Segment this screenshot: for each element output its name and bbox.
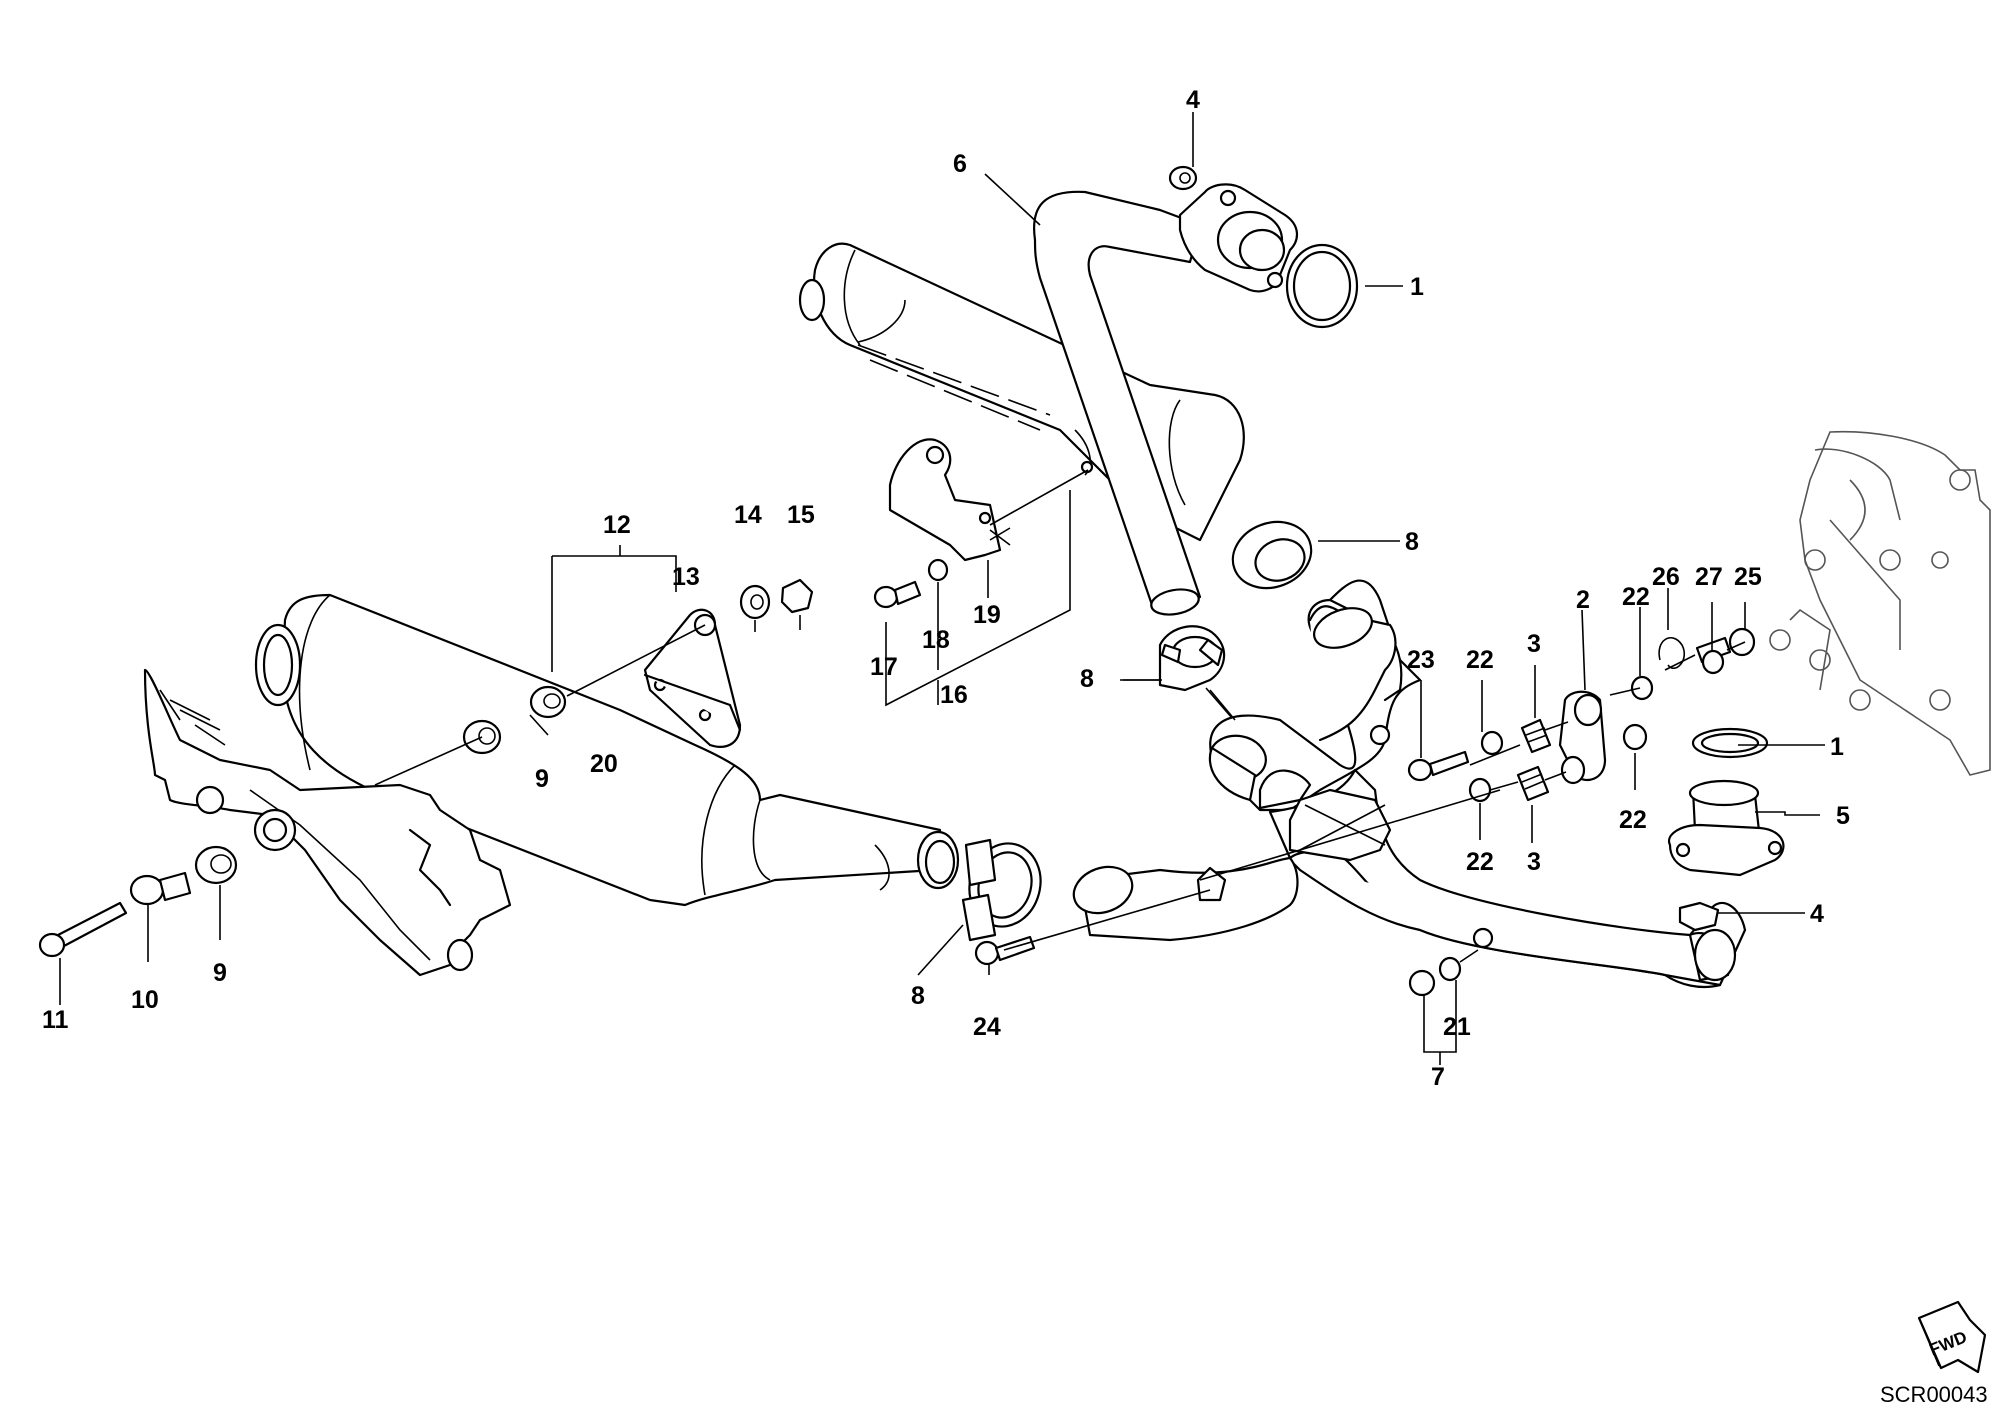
footrest-bracket: [143, 668, 512, 977]
callout-25: 25: [1734, 563, 1762, 591]
callout-19: 19: [973, 601, 1001, 629]
callout-14: 14: [734, 501, 762, 529]
callout-13: 13: [672, 563, 700, 591]
callout-8: 8: [911, 982, 925, 1010]
callout-10: 10: [131, 986, 159, 1014]
callout-6: 6: [953, 150, 967, 178]
bracket-19: [888, 438, 1002, 562]
callout-2: 2: [1576, 586, 1590, 614]
callout-11: 11: [42, 1006, 69, 1034]
callout-7: 7: [1431, 1063, 1445, 1091]
callout-5: 5: [1836, 802, 1850, 830]
drawing-code: SCR00043: [1880, 1382, 1988, 1407]
hardware: [38, 558, 1785, 997]
callout-3: 3: [1527, 848, 1541, 876]
callout-1: 1: [1410, 273, 1424, 301]
callout-24: 24: [973, 1013, 1001, 1041]
callout-9: 9: [535, 765, 549, 793]
callout-21: 21: [1443, 1013, 1471, 1041]
rear-header-y-pipe: [1078, 579, 1747, 989]
engine-case-outline: [1769, 430, 1991, 776]
callout-15: 15: [787, 501, 815, 529]
callout-23: 23: [1407, 646, 1435, 674]
callout-12: 12: [603, 511, 631, 539]
callout-16: 16: [940, 681, 968, 709]
fwd-arrow-icon: FWD: [1917, 1300, 1987, 1374]
callout-22: 22: [1466, 646, 1494, 674]
callout-3: 3: [1527, 630, 1541, 658]
callout-20: 20: [590, 750, 618, 778]
callout-22: 22: [1619, 806, 1647, 834]
front-header-pipe: [1033, 165, 1359, 616]
callout-4: 4: [1186, 86, 1200, 114]
bracket-13: [643, 608, 742, 748]
callout-17: 17: [870, 653, 898, 681]
callout-4: 4: [1810, 900, 1824, 928]
callouts: 1 1 2 3 3 4 4 5 6 7 8 8 8 9 9 10 11 12 1…: [42, 86, 1850, 1091]
callout-27: 27: [1695, 563, 1723, 591]
lower-muffler: [254, 593, 960, 907]
callout-8: 8: [1080, 665, 1094, 693]
callout-1: 1: [1830, 733, 1844, 761]
clamp-lower: [961, 838, 1134, 942]
clamp-upper: [1120, 625, 1236, 721]
callout-22: 22: [1622, 583, 1650, 611]
callout-26: 26: [1652, 563, 1680, 591]
callout-18: 18: [922, 626, 950, 654]
callout-22: 22: [1466, 848, 1494, 876]
leader-lines: [59, 112, 1825, 1065]
callout-8: 8: [1405, 528, 1419, 556]
callout-9: 9: [213, 959, 227, 987]
